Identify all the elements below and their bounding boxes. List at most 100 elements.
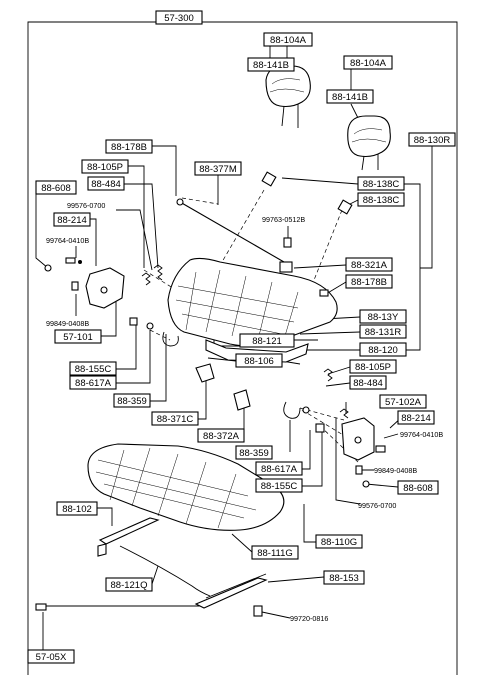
rail-wire bbox=[119, 545, 211, 597]
svg-text:88-359: 88-359 bbox=[117, 396, 147, 407]
label-88-120: 88-120 bbox=[359, 342, 407, 357]
label-88-141b-left: 88-141B bbox=[247, 57, 295, 72]
svg-text:88-155C: 88-155C bbox=[75, 364, 112, 375]
svg-text:88-214: 88-214 bbox=[401, 413, 431, 424]
hook-right bbox=[283, 401, 301, 419]
svg-text:88-106: 88-106 bbox=[244, 356, 274, 367]
svg-text:57-101: 57-101 bbox=[63, 332, 93, 343]
rod-377m bbox=[176, 198, 285, 263]
label-88-608-right: 88-608 bbox=[397, 480, 439, 495]
svg-text:88-104A: 88-104A bbox=[350, 58, 387, 69]
pn-99720: 99720-0816 bbox=[290, 614, 328, 623]
label-88-110g: 88-110G bbox=[315, 534, 363, 549]
label-88-111g: 88-111G bbox=[251, 545, 299, 560]
label-57-05x: 57-05X bbox=[27, 649, 75, 664]
svg-text:57-05X: 57-05X bbox=[36, 652, 67, 663]
label-88-121: 88-121 bbox=[239, 333, 295, 348]
label-88-104a-right: 88-104A bbox=[343, 55, 393, 70]
label-88-372a: 88-372A bbox=[197, 428, 245, 443]
svg-text:88-13Y: 88-13Y bbox=[368, 312, 399, 323]
svg-text:57-102A: 57-102A bbox=[385, 397, 422, 408]
svg-text:88-617A: 88-617A bbox=[261, 464, 298, 475]
label-88-214-left: 88-214 bbox=[53, 212, 91, 227]
assembly-frame bbox=[27, 21, 458, 675]
label-88-617a-left: 88-617A bbox=[69, 375, 117, 390]
label-88-359-right: 88-359 bbox=[235, 445, 273, 460]
springs bbox=[141, 264, 349, 419]
label-88-178b-top: 88-178B bbox=[105, 139, 153, 154]
hinge-bracket-right bbox=[341, 417, 375, 461]
label-88-608-left: 88-608 bbox=[35, 180, 77, 195]
svg-text:88-110G: 88-110G bbox=[321, 537, 357, 548]
svg-text:88-102: 88-102 bbox=[62, 504, 92, 515]
pn-99764-left: 99764-0410B bbox=[46, 236, 89, 245]
svg-text:88-372A: 88-372A bbox=[203, 431, 240, 442]
label-88-138c-b: 88-138C bbox=[357, 192, 405, 207]
pn-99849-right: 99849-0408B bbox=[374, 466, 417, 475]
svg-text:88-141B: 88-141B bbox=[332, 92, 368, 103]
label-88-105p-top: 88-105P bbox=[81, 159, 129, 174]
label-88-102: 88-102 bbox=[56, 501, 98, 516]
svg-text:88-214: 88-214 bbox=[57, 215, 87, 226]
label-88-104a-left: 88-104A bbox=[263, 32, 313, 47]
label-57-102a: 57-102A bbox=[379, 394, 427, 409]
svg-text:88-377M: 88-377M bbox=[199, 164, 237, 175]
pn-99849-left: 99849-0408B bbox=[46, 319, 89, 328]
pn-99576-right: 99576-0700 bbox=[358, 501, 396, 510]
svg-text:88-359: 88-359 bbox=[239, 448, 269, 459]
label-88-377m: 88-377M bbox=[194, 161, 242, 176]
label-88-130r: 88-130R bbox=[408, 132, 456, 147]
svg-text:88-138C: 88-138C bbox=[363, 179, 400, 190]
label-88-13y: 88-13Y bbox=[359, 309, 407, 324]
label-88-484-top: 88-484 bbox=[87, 176, 125, 191]
label-88-138c-a: 88-138C bbox=[357, 176, 405, 191]
svg-text:88-111G: 88-111G bbox=[257, 548, 293, 559]
label-88-484-right: 88-484 bbox=[349, 375, 387, 390]
label-57-300: 57-300 bbox=[155, 10, 203, 25]
svg-text:88-153: 88-153 bbox=[329, 573, 359, 584]
seat-rail-right bbox=[194, 573, 268, 609]
label-88-155c-left: 88-155C bbox=[69, 361, 117, 376]
hook-left bbox=[162, 331, 179, 347]
pn-99764-right: 99764-0410B bbox=[400, 430, 443, 439]
label-88-153: 88-153 bbox=[323, 570, 365, 585]
svg-text:88-121Q: 88-121Q bbox=[111, 580, 148, 591]
svg-text:57-300: 57-300 bbox=[164, 13, 194, 24]
svg-text:88-105P: 88-105P bbox=[355, 362, 391, 373]
latch-371c bbox=[195, 363, 215, 383]
part-numbers: 99576-0700 99764-0410B 99849-0408B 99763… bbox=[46, 201, 443, 623]
bolts-and-nuts bbox=[35, 171, 386, 617]
seat-rail-left bbox=[97, 517, 160, 557]
svg-text:88-178B: 88-178B bbox=[351, 277, 387, 288]
label-88-321a: 88-321A bbox=[345, 257, 393, 272]
label-57-101: 57-101 bbox=[54, 329, 102, 344]
svg-text:88-138C: 88-138C bbox=[363, 195, 400, 206]
label-88-178b-right: 88-178B bbox=[345, 274, 393, 289]
latch-372a bbox=[233, 389, 251, 411]
svg-text:88-321A: 88-321A bbox=[351, 260, 388, 271]
label-88-131r: 88-131R bbox=[359, 324, 407, 339]
label-88-121q: 88-121Q bbox=[105, 577, 153, 592]
leader-lines bbox=[35, 46, 433, 650]
label-88-371c: 88-371C bbox=[151, 411, 199, 426]
seat-back bbox=[167, 257, 338, 363]
pn-99763: 99763-0512B bbox=[262, 215, 305, 224]
svg-text:88-141B: 88-141B bbox=[253, 60, 289, 71]
hinge-bracket-left bbox=[85, 267, 125, 309]
svg-text:88-484: 88-484 bbox=[91, 179, 121, 190]
svg-text:88-105P: 88-105P bbox=[87, 162, 123, 173]
seat-cushion bbox=[87, 443, 285, 531]
svg-text:88-104A: 88-104A bbox=[270, 35, 307, 46]
svg-text:88-371C: 88-371C bbox=[157, 414, 194, 425]
svg-text:88-178B: 88-178B bbox=[111, 142, 147, 153]
svg-text:88-120: 88-120 bbox=[368, 345, 398, 356]
pn-99576-left: 99576-0700 bbox=[67, 201, 105, 210]
svg-text:88-131R: 88-131R bbox=[365, 327, 402, 338]
svg-text:88-617A: 88-617A bbox=[75, 378, 112, 389]
svg-text:88-608: 88-608 bbox=[403, 483, 433, 494]
svg-text:88-155C: 88-155C bbox=[261, 481, 298, 492]
label-88-359-left: 88-359 bbox=[113, 393, 151, 408]
svg-text:88-608: 88-608 bbox=[41, 183, 71, 194]
label-88-105p-right: 88-105P bbox=[349, 359, 397, 374]
